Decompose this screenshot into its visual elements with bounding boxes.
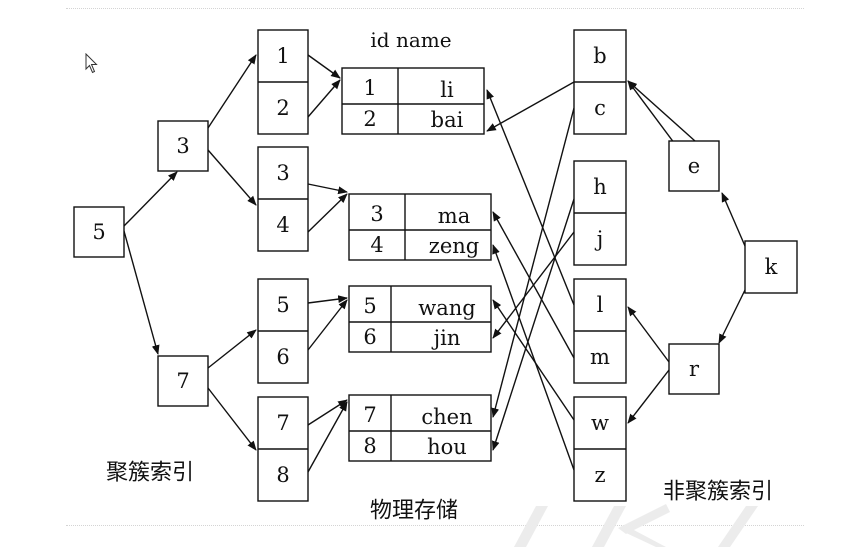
nonclustered-inner-node xyxy=(668,343,720,395)
clustered-leaf-key: 2 xyxy=(276,96,289,120)
arrow-w-to-wang xyxy=(492,299,575,421)
clustered-inner-node xyxy=(157,120,209,172)
row-name: jin xyxy=(431,326,461,350)
arrow-b-to-bai xyxy=(486,81,575,132)
arrow-root-to-3 xyxy=(123,171,178,227)
nonclustered-inner-key: e xyxy=(688,154,700,178)
row-id: 7 xyxy=(363,403,376,427)
mouse-cursor-icon xyxy=(85,53,98,74)
clustered-leaf-key: 5 xyxy=(276,293,289,317)
row-id: 5 xyxy=(363,294,376,318)
nonclustered-leaf-key: w xyxy=(591,411,609,435)
arrow-h-to-hou xyxy=(491,198,575,451)
arrow-key4-to-page xyxy=(307,193,348,233)
nonclustered-leaf-key: c xyxy=(594,96,606,120)
arrow-key8-to-page xyxy=(307,401,348,473)
clustered-root-node xyxy=(73,206,125,258)
arrow-z-to-zeng xyxy=(492,244,575,471)
arrow-key6-to-page xyxy=(307,299,348,351)
arrow-k-to-e xyxy=(721,192,746,247)
clustered-inner-node xyxy=(157,355,209,407)
arrow-key1-to-page xyxy=(307,54,341,79)
table-header-label: id name xyxy=(370,28,451,52)
node-labels: 5371234567812libai34mazeng56wangjin78che… xyxy=(92,28,777,524)
clustered-inner-key: 3 xyxy=(176,134,189,158)
arrow-r-to-leaf-lm xyxy=(627,306,670,363)
physical-storage-caption: 物理存储 xyxy=(370,499,458,524)
nonclustered-leaf-key: b xyxy=(593,44,606,68)
row-name: zeng xyxy=(429,234,479,258)
nonclustered-root-node xyxy=(744,240,798,294)
node-boxes xyxy=(73,29,798,502)
row-name: chen xyxy=(421,405,472,429)
arrow-root-to-7 xyxy=(123,230,160,355)
row-id: 1 xyxy=(363,76,376,100)
row-id: 3 xyxy=(370,202,383,226)
storage-page xyxy=(348,285,492,353)
nonclustered-leaf-key: l xyxy=(597,293,604,317)
nonclustered-leaf-key: h xyxy=(593,175,607,199)
arrow-c-to-chen xyxy=(491,107,575,418)
arrow-m-to-ma xyxy=(492,211,575,359)
nonclustered-leaf-key: z xyxy=(594,463,605,487)
clustered-leaf-key: 7 xyxy=(276,411,289,435)
arrow-r-to-leaf-wz xyxy=(627,369,670,424)
storage-page xyxy=(348,193,492,261)
row-id: 2 xyxy=(363,107,376,131)
arrow-3-to-leaf1 xyxy=(207,54,257,129)
nonclustered-inner-key: r xyxy=(689,357,700,381)
figure-frame xyxy=(66,8,804,526)
watermark-logo xyxy=(514,504,758,547)
storage-page xyxy=(348,394,492,462)
row-name: wang xyxy=(418,296,475,320)
arrow-key3-to-page xyxy=(307,183,348,195)
arrow-key2-to-page xyxy=(307,79,341,118)
arrow-key5-to-page xyxy=(307,295,348,304)
clustered-leaf-key: 6 xyxy=(276,345,289,369)
clustered-leaf-key: 4 xyxy=(276,213,289,237)
row-name: hou xyxy=(427,435,467,459)
nonclustered-inner-node xyxy=(668,140,720,192)
pointer-arrows xyxy=(123,54,746,473)
clustered-leaf-key: 3 xyxy=(276,161,289,185)
row-id: 6 xyxy=(363,325,376,349)
clustered-index-caption: 聚簇索引 xyxy=(106,461,194,486)
row-id: 4 xyxy=(370,233,383,257)
clustered-inner-key: 7 xyxy=(176,369,189,393)
nonclustered-index-caption: 非聚簇索引 xyxy=(663,480,773,505)
row-name: bai xyxy=(431,108,464,132)
clustered-root-key: 5 xyxy=(92,220,105,244)
nonclustered-leaf-key: j xyxy=(594,227,604,251)
nonclustered-leaf-key: m xyxy=(590,345,610,369)
clustered-leaf-key: 1 xyxy=(276,44,289,68)
clustered-leaf-key: 8 xyxy=(276,463,289,487)
nonclustered-root-key: k xyxy=(765,255,778,279)
arrow-l-to-li xyxy=(486,89,575,306)
row-id: 8 xyxy=(363,434,376,458)
storage-page xyxy=(341,67,485,135)
arrow-3-to-leaf2 xyxy=(207,149,257,206)
arrow-e-to-leaf-bc xyxy=(627,80,696,142)
arrow-k-to-r xyxy=(718,289,746,344)
row-name: li xyxy=(440,78,454,102)
arrow-7-to-leaf4 xyxy=(207,387,257,451)
arrow-7-to-leaf3 xyxy=(207,329,257,369)
row-name: ma xyxy=(438,204,470,228)
